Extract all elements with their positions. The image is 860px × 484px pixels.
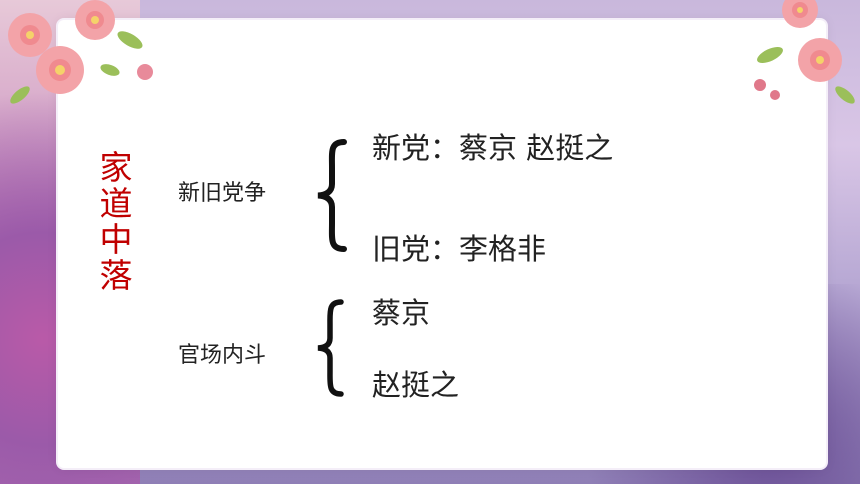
content-card [58,20,826,468]
left-brace-icon [317,299,344,397]
old-party-item: 旧党：李格非 [372,232,547,266]
flower-decoration-top-left [8,0,153,104]
title-char: 落 [99,256,133,295]
group-label-party-struggle: 新旧党争 [178,181,267,206]
vertical-title: 家 道 中 落 [96,150,136,294]
cai-jing-item: 蔡京 [372,296,431,330]
title-char: 道 [99,184,133,223]
flower-decoration-top-right [754,0,855,104]
new-party-item: 新党：蔡京 赵挺之 [372,131,614,165]
zhao-tingzhi-item: 赵挺之 [372,368,460,402]
title-char: 家 [99,148,133,187]
title-char: 中 [99,220,133,259]
group-label-official-infighting: 官场内斗 [178,343,267,368]
left-brace-icon [317,139,347,252]
